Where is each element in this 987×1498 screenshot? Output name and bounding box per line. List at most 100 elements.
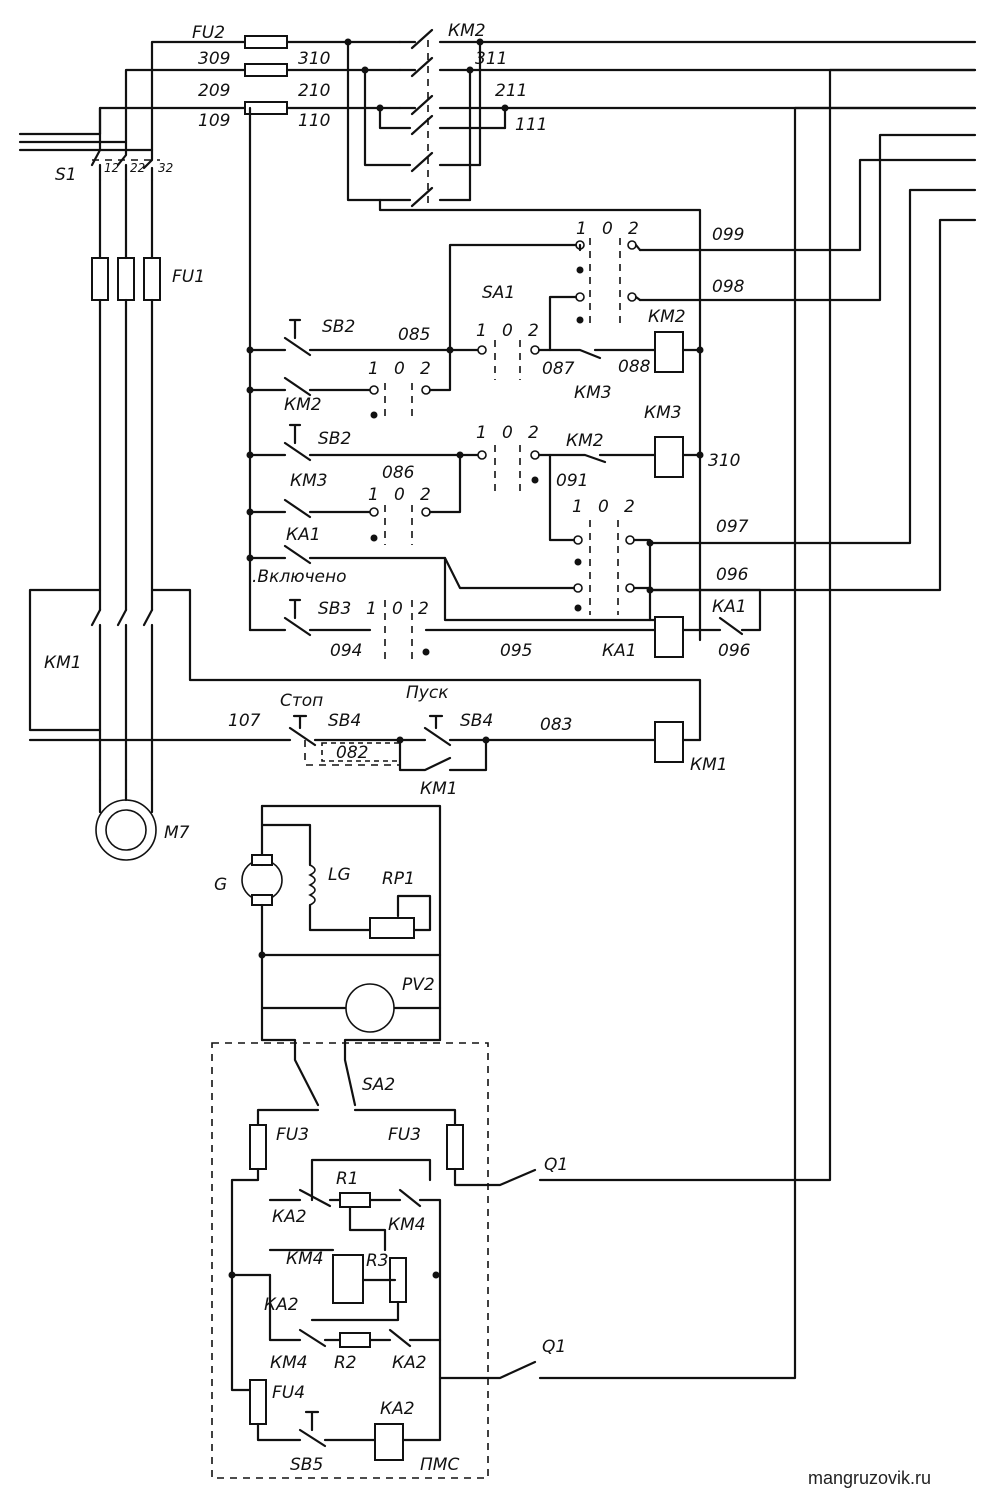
label-sa1-085-0: 0 bbox=[502, 321, 513, 341]
label-km2-row-0: 0 bbox=[394, 359, 405, 379]
label-pusk: Пуск bbox=[406, 683, 449, 703]
label-ka2-b: КА2 bbox=[264, 1295, 299, 1315]
label-ka1-a: КА1 bbox=[286, 525, 321, 545]
label-109: 109 bbox=[198, 111, 230, 131]
label-110: 110 bbox=[298, 111, 330, 131]
label-sa2: SA2 bbox=[362, 1075, 395, 1095]
label-km2-row-1: 1 bbox=[368, 359, 379, 379]
label-fu2: FU2 bbox=[192, 23, 225, 43]
label-fu3-right: FU3 bbox=[388, 1125, 421, 1145]
label-fu4: FU4 bbox=[272, 1383, 305, 1403]
label-q1-b: Q1 bbox=[542, 1337, 566, 1357]
label-082: 082 bbox=[336, 743, 368, 763]
label-096-a: 096 bbox=[716, 565, 749, 585]
label-lg: LG bbox=[328, 865, 351, 885]
label-sb3: SB3 bbox=[318, 599, 351, 619]
label-pms: ПМС bbox=[420, 1455, 459, 1475]
label-km1-coil: КМ1 bbox=[690, 755, 728, 775]
label-r2: R2 bbox=[334, 1353, 357, 1373]
label-sa1-low-2: 2 bbox=[624, 497, 635, 517]
label-sa1-top-1: 1 bbox=[576, 219, 587, 239]
label-km4-b: КМ4 bbox=[286, 1249, 324, 1269]
label-094: 094 bbox=[330, 641, 362, 661]
label-fu3-left: FU3 bbox=[276, 1125, 309, 1145]
label-310-top: 310 bbox=[298, 49, 330, 69]
label-sa1-085-1: 1 bbox=[476, 321, 487, 341]
generator-section bbox=[241, 804, 442, 1042]
fu1-fuses bbox=[91, 178, 161, 612]
row-sb3 bbox=[248, 588, 762, 660]
label-sb4-b: SB4 bbox=[460, 711, 493, 731]
label-km2-coil: КМ2 bbox=[648, 307, 686, 327]
watermark-text: mangruzovik.ru bbox=[808, 1468, 931, 1488]
label-km3-row-2: 2 bbox=[420, 485, 431, 505]
label-098: 098 bbox=[712, 277, 745, 297]
label-sa1-sb2b-2: 2 bbox=[528, 423, 539, 443]
control-left-bus bbox=[246, 106, 254, 632]
label-rp1: RP1 bbox=[382, 869, 415, 889]
label-091: 091 bbox=[556, 471, 588, 491]
label-096-b: 096 bbox=[718, 641, 751, 661]
label-km4-c: КМ4 bbox=[270, 1353, 308, 1373]
label-km4-a: КМ4 bbox=[388, 1215, 426, 1235]
label-22: 22 bbox=[130, 161, 145, 175]
row-vklyucheno bbox=[248, 544, 657, 622]
label-g: G bbox=[214, 875, 227, 895]
label-sa1-sb2b-0: 0 bbox=[502, 423, 513, 443]
label-km3-cont-b: КМ3 bbox=[290, 471, 328, 491]
label-km3-row-1: 1 bbox=[368, 485, 379, 505]
motor-m7 bbox=[95, 778, 157, 861]
label-ka2-coil: КА2 bbox=[380, 1399, 415, 1419]
label-sa1-sb2b-1: 1 bbox=[476, 423, 487, 443]
label-107: 107 bbox=[228, 711, 261, 731]
label-km1-main: КМ1 bbox=[44, 653, 82, 673]
label-111: 111 bbox=[515, 115, 547, 135]
label-s1: S1 bbox=[55, 165, 77, 185]
protection-panel bbox=[211, 1038, 537, 1479]
label-085: 085 bbox=[398, 325, 430, 345]
right-bus-lines bbox=[538, 68, 977, 1380]
label-209: 209 bbox=[198, 81, 230, 101]
label-fu1: FU1 bbox=[172, 267, 205, 287]
label-087: 087 bbox=[542, 359, 575, 379]
row-sb2-second bbox=[248, 423, 704, 495]
label-km2-top: КМ2 bbox=[448, 21, 486, 41]
label-32: 32 bbox=[158, 161, 173, 175]
label-sb3-2: 2 bbox=[418, 599, 429, 619]
label-pv2: PV2 bbox=[402, 975, 435, 995]
label-309: 309 bbox=[198, 49, 230, 69]
label-km3-row-0: 0 bbox=[394, 485, 405, 505]
label-sb2-a: SB2 bbox=[322, 317, 355, 337]
labels: FU2 КМ2 309 310 311 209 210 211 109 110 … bbox=[44, 21, 931, 1488]
label-r3: R3 bbox=[366, 1251, 389, 1271]
label-km3-coil: КМ3 bbox=[644, 403, 682, 423]
label-210: 210 bbox=[298, 81, 330, 101]
label-310-mid: 310 bbox=[708, 451, 740, 471]
label-km1-cont: КМ1 bbox=[420, 779, 458, 799]
label-211: 211 bbox=[495, 81, 527, 101]
label-m7: М7 bbox=[164, 823, 190, 843]
row-km3-086 bbox=[248, 453, 462, 545]
km1-main-contacts bbox=[28, 588, 702, 782]
label-sb3-0: 0 bbox=[392, 599, 403, 619]
row-km2 bbox=[248, 348, 452, 420]
label-stop: Стоп bbox=[280, 691, 323, 711]
label-ka2-a: КА2 bbox=[272, 1207, 307, 1227]
label-311: 311 bbox=[475, 49, 507, 69]
label-sa1-low-1: 1 bbox=[572, 497, 583, 517]
label-q1-a: Q1 bbox=[544, 1155, 568, 1175]
sa1-top-selector bbox=[448, 238, 642, 352]
km1-control-circuit bbox=[28, 714, 702, 772]
reversing-contacts bbox=[344, 28, 977, 642]
label-ka2-c: КА2 bbox=[392, 1353, 427, 1373]
label-r1: R1 bbox=[336, 1169, 359, 1189]
row-sb2-085 bbox=[248, 318, 704, 380]
label-ka1-coil: КА1 bbox=[602, 641, 637, 661]
label-sa1-top-2: 2 bbox=[628, 219, 639, 239]
label-086: 086 bbox=[382, 463, 415, 483]
label-km2-row-2: 2 bbox=[420, 359, 431, 379]
label-sb2-b: SB2 bbox=[318, 429, 351, 449]
s1-switch bbox=[90, 106, 160, 182]
